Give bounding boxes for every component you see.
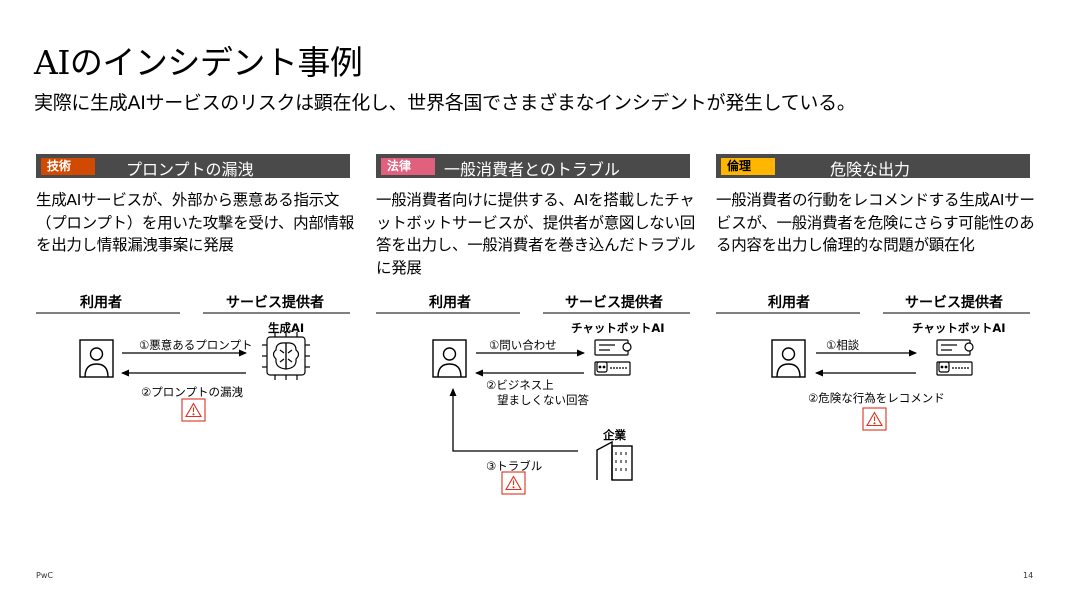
user-label: 利用者: [429, 295, 471, 311]
user-icon: [79, 339, 114, 378]
page-subtitle: 実際に生成AIサービスのリスクは顕在化し、世界各国でさまざまなインシデントが発生…: [34, 92, 856, 114]
badge-law: 法律: [381, 158, 435, 175]
column-description: 生成AIサービスが、外部から悪意ある指示文（プロンプト）を用いた攻撃を受け、内部…: [36, 191, 354, 254]
column-header-technology: 技術 プロンプトの漏洩: [36, 154, 350, 179]
service-label: チャットボットAI: [912, 321, 1006, 335]
arrow-label: ②ビジネス上: [486, 378, 554, 392]
chatbot-icon: [936, 339, 974, 376]
flow-arrows: [121, 349, 917, 452]
user-icon: [771, 339, 806, 378]
column-header-ethics: 倫理 危険な出力: [716, 154, 1030, 179]
warning-icon: [501, 471, 526, 495]
building-icon: [596, 440, 633, 481]
footer-brand: PwC: [36, 571, 53, 580]
page-number: 14: [1023, 571, 1034, 580]
badge-ethics: 倫理: [721, 158, 775, 175]
warning-icon: [862, 407, 887, 431]
chatbot-icon: [594, 339, 632, 376]
user-label: 利用者: [80, 295, 122, 311]
arrow-label: ①相談: [826, 338, 860, 352]
column-description: 一般消費者の行動をレコメンドする生成AIサービスが、一般消費者を危険にさらす可能…: [716, 191, 1035, 254]
column-title: 危険な出力: [830, 160, 911, 179]
user-icon: [432, 339, 467, 378]
arrow-label: 望ましくない回答: [497, 393, 589, 407]
arrow-label: ①問い合わせ: [489, 338, 557, 352]
arrow-label: ③トラブル: [486, 459, 543, 473]
column-description: 一般消費者向けに提供する、AIを搭載したチャットボットサービスが、提供者が意図し…: [376, 191, 696, 277]
column-header-law: 法律 一般消費者とのトラブル: [376, 154, 690, 179]
arrow-label: ②プロンプトの漏洩: [141, 385, 243, 399]
provider-label: サービス提供者: [226, 295, 324, 311]
badge-technology: 技術: [41, 158, 95, 175]
provider-label: サービス提供者: [905, 295, 1003, 311]
ai-brain-icon: [262, 332, 310, 380]
arrow-label: ①悪意あるプロンプト: [139, 338, 253, 352]
page-title: AIのインシデント事例: [34, 43, 363, 82]
warning-icon: [181, 398, 206, 422]
user-label: 利用者: [768, 295, 810, 311]
column-title: 一般消費者とのトラブル: [444, 160, 620, 179]
provider-label: サービス提供者: [565, 295, 663, 311]
service-label: 生成AI: [268, 321, 305, 335]
arrow-label: ②危険な行為をレコメンド: [808, 391, 945, 405]
service-label: チャットボットAI: [571, 321, 665, 335]
company-label: 企業: [603, 428, 626, 442]
column-title: プロンプトの漏洩: [126, 160, 254, 179]
